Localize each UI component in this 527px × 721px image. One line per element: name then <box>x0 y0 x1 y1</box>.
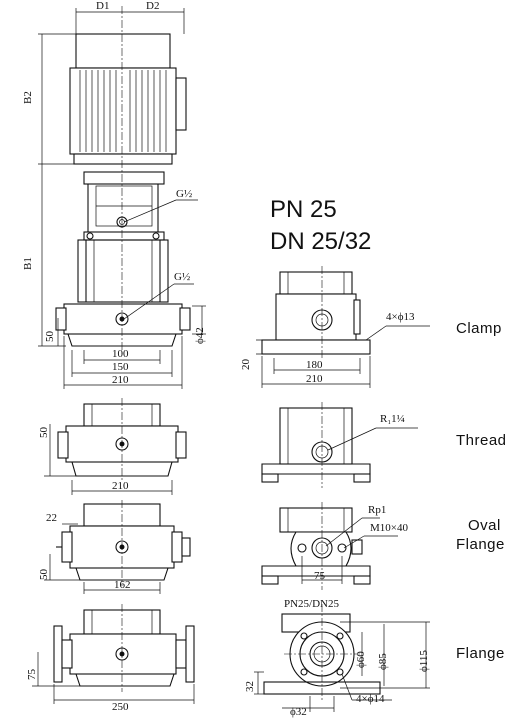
dim-phi115: ϕ115 <box>418 650 430 672</box>
label-oval-2: Flange <box>456 536 505 553</box>
dim-rp1: Rp1 <box>368 504 387 516</box>
clamp-front-view <box>256 266 430 388</box>
dim-phi42: ϕ42 <box>194 327 206 344</box>
dim-w100: 100 <box>112 348 129 360</box>
dim-w250: 250 <box>112 701 129 713</box>
label-clamp: Clamp <box>456 320 502 337</box>
dim-w210-c: 210 <box>306 373 323 385</box>
flange-side-view <box>32 604 195 704</box>
heading-pn: PN 25 <box>270 196 337 223</box>
dim-b1: B1 <box>22 257 34 270</box>
dim-w150: 150 <box>112 361 129 373</box>
dim-w210-a: 210 <box>112 374 129 386</box>
dim-h75: 75 <box>26 669 38 680</box>
dim-w75: 75 <box>314 570 325 582</box>
pump-stack <box>77 239 169 303</box>
dim-h20: 20 <box>240 359 252 370</box>
dim-g-half-lower: G½ <box>174 271 191 283</box>
oval-front-view <box>261 502 398 590</box>
dim-m10x40: M10×40 <box>370 522 408 534</box>
dim-holes-4x13: 4×ϕ13 <box>386 311 415 323</box>
dim-b2: B2 <box>22 91 34 104</box>
pump-head <box>83 171 165 241</box>
dim-d2: D2 <box>146 0 160 12</box>
dim-holes-4x14: 4×ϕ14 <box>356 693 385 705</box>
dim-phi32: ϕ32 <box>290 706 307 718</box>
dim-h50-a: 50 <box>44 331 56 342</box>
dim-g-half-upper: G½ <box>176 188 193 200</box>
dim-phi85: ϕ85 <box>377 653 389 670</box>
dim-r1-1-4: R₁1¼ <box>380 413 405 425</box>
heading-dn: DN 25/32 <box>270 228 372 255</box>
oval-side-view <box>44 500 191 594</box>
dim-d1: D1 <box>96 0 110 12</box>
thread-front-view <box>261 402 418 488</box>
dim-pn25-dn25: PN25/DN25 <box>284 598 340 610</box>
flange-front-view <box>254 604 430 712</box>
dim-h50-b: 50 <box>38 427 50 438</box>
dim-w162: 162 <box>114 579 131 591</box>
thread-side-view <box>44 398 187 495</box>
dims-main <box>38 8 206 389</box>
label-flange: Flange <box>456 645 505 662</box>
dim-h50-c: 50 <box>38 569 50 580</box>
dim-w180: 180 <box>306 359 323 371</box>
pump-base <box>55 303 191 347</box>
label-oval-1: Oval <box>468 517 501 534</box>
dim-h32: 32 <box>244 681 256 692</box>
dim-w210-b: 210 <box>112 480 129 492</box>
dim-w22: 22 <box>46 512 57 524</box>
motor <box>69 33 187 165</box>
dim-phi60: ϕ60 <box>355 651 367 668</box>
label-thread: Thread <box>456 432 507 449</box>
